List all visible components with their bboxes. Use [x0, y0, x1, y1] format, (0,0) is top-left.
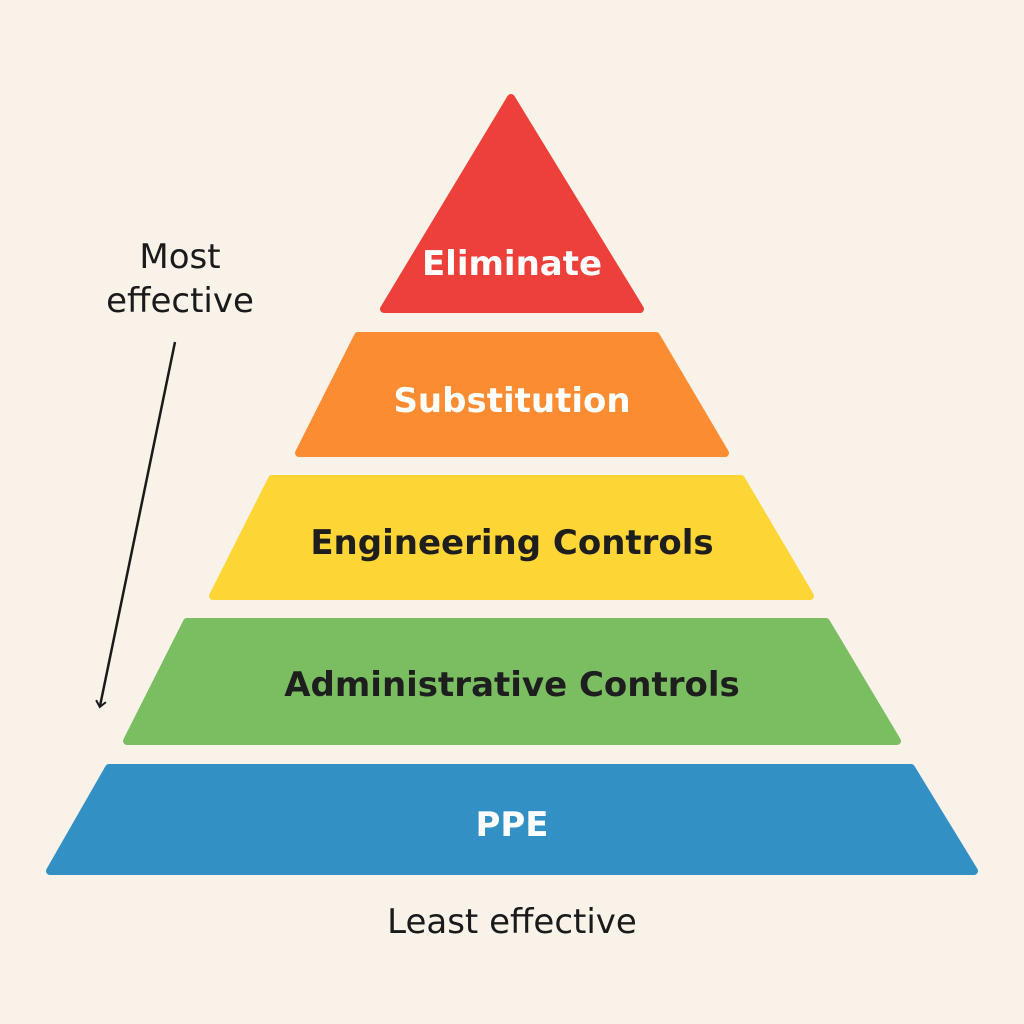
- tier-label: Engineering Controls: [310, 523, 713, 563]
- tier-shape: [209, 475, 814, 600]
- tier-label: Administrative Controls: [284, 665, 740, 705]
- tier-label: Eliminate: [422, 244, 602, 284]
- least-effective-label: Least effective: [387, 902, 637, 942]
- tier-shape: [123, 618, 901, 745]
- pyramid-tier-5: PPE: [46, 764, 978, 875]
- most-effective-label-line2: effective: [106, 281, 254, 321]
- tier-shape: [295, 332, 729, 457]
- tier-label: Substitution: [393, 381, 630, 421]
- pyramid-tier-3: Engineering Controls: [209, 475, 814, 600]
- tier-label: PPE: [475, 805, 548, 845]
- tier-shape: [380, 94, 644, 313]
- pyramid-tier-2: Substitution: [295, 332, 729, 457]
- pyramid-tier-1: Eliminate: [380, 94, 644, 313]
- most-effective-label-line1: Most: [139, 237, 220, 277]
- effectiveness-arrow: [95, 341, 177, 709]
- pyramid-tier-4: Administrative Controls: [123, 618, 901, 745]
- tier-shape: [46, 764, 978, 875]
